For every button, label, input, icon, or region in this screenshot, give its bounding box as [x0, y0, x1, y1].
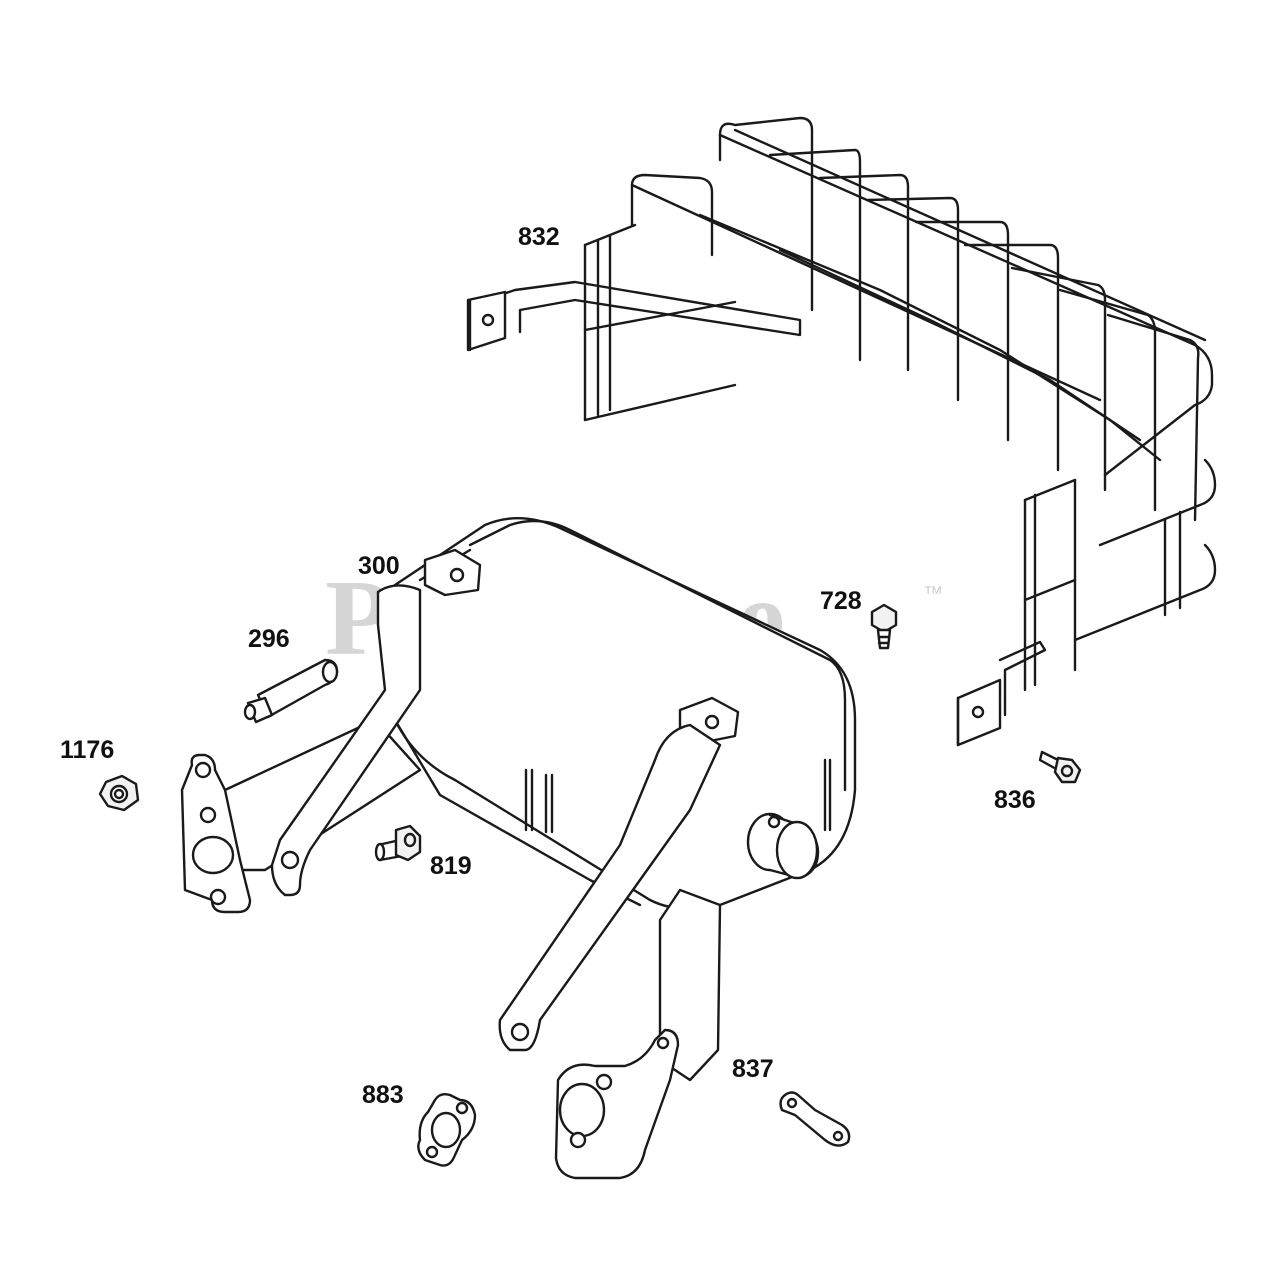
callout-728[interactable]: 728: [820, 587, 862, 615]
part-883-gasket[interactable]: [417, 1092, 477, 1167]
part-832-wire-guard[interactable]: [466, 116, 1217, 747]
callout-883[interactable]: 883: [362, 1081, 404, 1109]
part-1176-hex-nut[interactable]: [98, 774, 140, 812]
part-819-bolt[interactable]: [374, 824, 422, 862]
part-300-muffler[interactable]: [180, 516, 857, 1180]
callout-1176[interactable]: 1176: [60, 736, 115, 764]
part-837-lock-tab[interactable]: [779, 1091, 851, 1147]
watermark-trademark: ™: [923, 583, 943, 605]
callout-837[interactable]: 837: [732, 1055, 774, 1083]
callout-836[interactable]: 836: [994, 786, 1036, 814]
part-836-bolt[interactable]: [1038, 750, 1082, 784]
callout-300[interactable]: 300: [358, 552, 400, 580]
part-728-bolt[interactable]: [870, 603, 898, 650]
callout-819[interactable]: 819: [430, 852, 472, 880]
part-296-stud[interactable]: [243, 658, 339, 724]
callout-296[interactable]: 296: [248, 625, 290, 653]
callout-832[interactable]: 832: [518, 223, 560, 251]
